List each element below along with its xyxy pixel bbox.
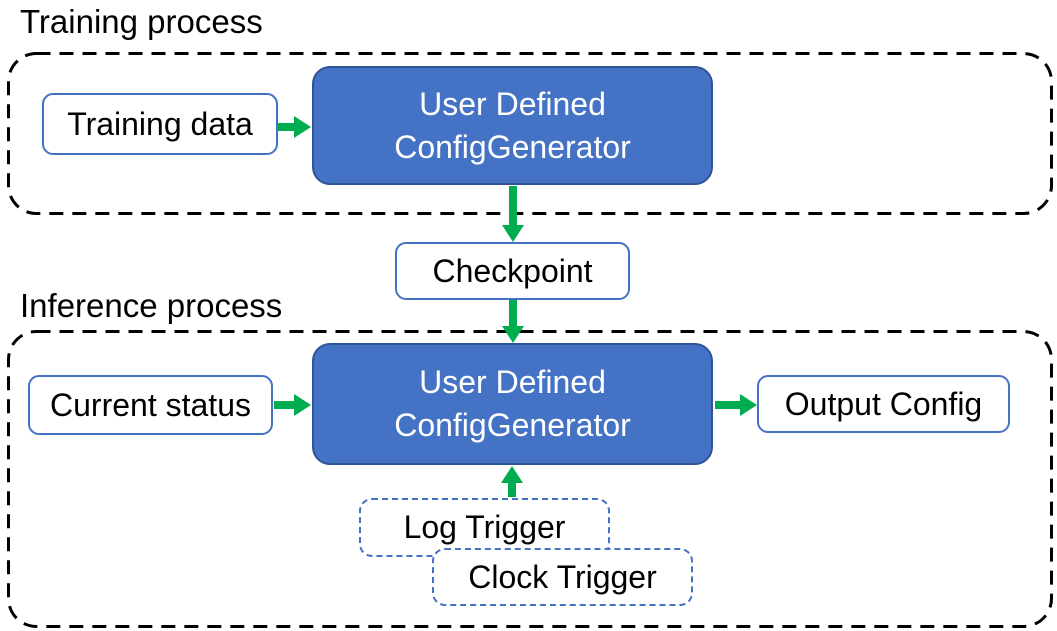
training-data-label: Training data: [67, 105, 253, 142]
current-status-label: Current status: [50, 386, 251, 423]
training-generator-label-line1: User Defined: [419, 85, 606, 122]
current-status-box: Current status: [28, 375, 273, 435]
checkpoint-box: Checkpoint: [395, 242, 630, 300]
training-section-title: Training process: [20, 3, 263, 40]
arrow-trigger-to-generator: [501, 466, 523, 497]
clock-trigger-label: Clock Trigger: [468, 558, 657, 595]
inference-section-title: Inference process: [20, 287, 283, 324]
training-config-generator-box: User Defined ConfigGenerator: [312, 66, 713, 185]
training-data-box: Training data: [42, 93, 278, 155]
output-config-box: Output Config: [757, 375, 1010, 433]
training-generator-label-line2: ConfigGenerator: [394, 128, 631, 165]
inference-generator-label-line2: ConfigGenerator: [394, 407, 631, 443]
inference-config-generator-box: User Defined ConfigGenerator: [312, 343, 713, 465]
arrow-current-status-to-generator: [274, 394, 311, 416]
inference-process-panel: [7, 330, 1053, 628]
output-config-label: Output Config: [784, 385, 983, 422]
checkpoint-label: Checkpoint: [432, 252, 593, 289]
arrow-checkpoint-to-generator: [502, 300, 524, 343]
arrow-generator-to-output-config: [715, 394, 757, 416]
arrow-training-data-to-generator: [277, 116, 311, 138]
log-trigger-label: Log Trigger: [403, 509, 566, 545]
training-process-panel: [7, 52, 1053, 215]
inference-generator-label-line1: User Defined: [419, 364, 606, 400]
clock-trigger-box: Clock Trigger: [432, 548, 693, 606]
arrow-generator-to-checkpoint: [502, 186, 524, 242]
